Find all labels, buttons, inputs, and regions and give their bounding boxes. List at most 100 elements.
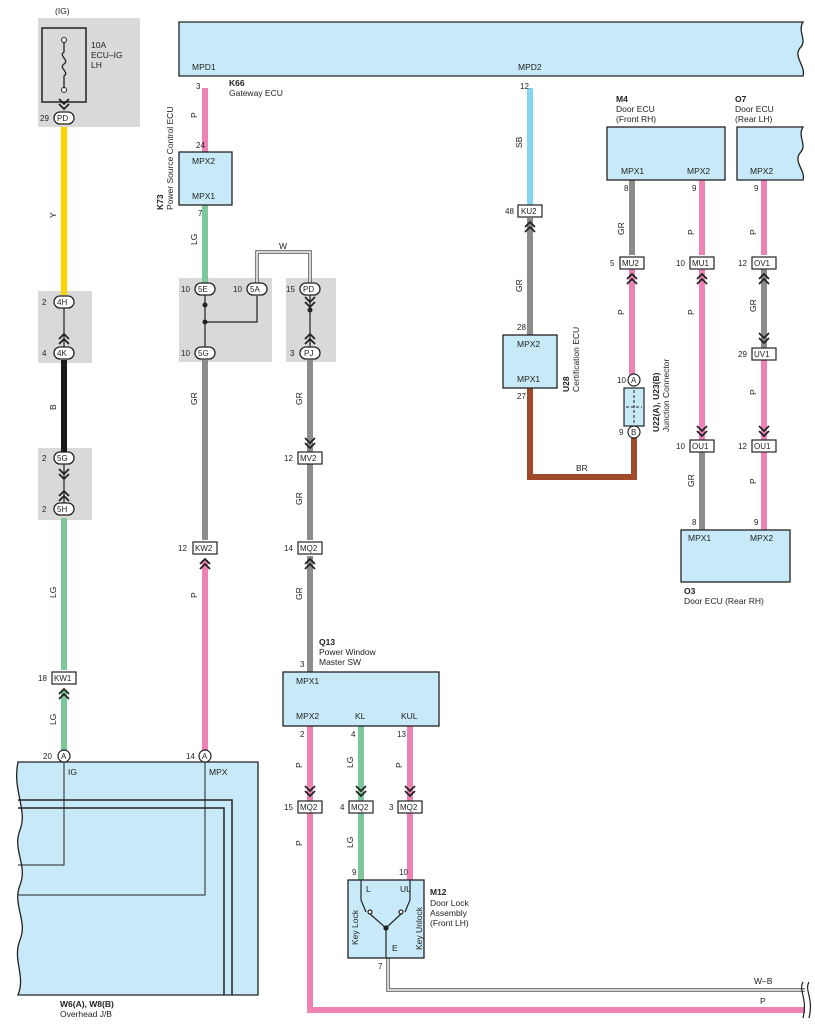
jb-term-mpx: MPX xyxy=(209,767,228,777)
conn-code: 4K xyxy=(57,349,67,358)
pin-label: 8 xyxy=(624,184,629,193)
jb-name: Overhead J/B xyxy=(60,1009,112,1019)
door-ecu-rear-rh-box xyxy=(680,529,791,583)
pin-label: 12 xyxy=(520,82,529,91)
conn-code: MQ2 xyxy=(300,803,318,812)
conn-code: PJ xyxy=(304,349,313,358)
pin-label: 29 xyxy=(40,114,49,123)
conn-code: 5E xyxy=(198,285,208,294)
conn-code: MU1 xyxy=(692,259,709,268)
key-switch-icon xyxy=(360,880,411,958)
pin-label: 4 xyxy=(351,730,356,739)
door-ecu-rear-lh-box xyxy=(736,126,805,181)
wire-label: GR xyxy=(514,279,524,292)
fuse-block xyxy=(38,18,140,127)
m12-term-e: E xyxy=(392,943,398,953)
power-window-master-sw-box xyxy=(282,671,440,727)
psc-term-top: MPX2 xyxy=(192,156,215,166)
pin-label: 10 xyxy=(233,285,242,294)
wire-label: P xyxy=(760,996,766,1006)
pin-label: 3 xyxy=(300,660,305,669)
wire-label: P xyxy=(686,309,696,315)
q13-term-kul: KUL xyxy=(401,711,418,721)
m4-code: M4 xyxy=(616,94,628,104)
gateway-name: Gateway ECU xyxy=(229,88,283,98)
pin-label: 24 xyxy=(196,141,205,150)
conn-code: KW2 xyxy=(195,544,213,553)
pin-label: 3 xyxy=(389,803,394,812)
wire-label: LG xyxy=(48,587,58,598)
m4-name-side: (Front RH) xyxy=(616,114,656,124)
jb-code: W6(A), W8(B) xyxy=(60,999,114,1009)
pin-label: 4 xyxy=(42,349,47,358)
wire-label: P xyxy=(748,229,758,235)
m12-term-ul: UL xyxy=(400,884,411,894)
pin-label: 48 xyxy=(505,207,514,216)
wire-label: P xyxy=(189,112,199,118)
pin-label: 9 xyxy=(754,184,759,193)
wire-label: SB xyxy=(514,136,524,148)
o3-code: O3 xyxy=(684,586,696,596)
pin-label: 4 xyxy=(340,803,345,812)
junction-code: U22(A), U23(B) xyxy=(651,372,661,432)
wire-color-labels: Y B LG LG P LG GR P W GR GR GR SB GR BR … xyxy=(48,112,773,1006)
wire-label: P xyxy=(686,229,696,235)
gateway-code: K66 xyxy=(229,78,245,88)
cert-term-top: MPX2 xyxy=(517,339,540,349)
wire-label: W xyxy=(279,241,287,251)
pin-label: 10 xyxy=(181,285,190,294)
conn-code: MQ2 xyxy=(400,803,418,812)
wire-label: GR xyxy=(294,492,304,505)
o7-name-side: (Rear LH) xyxy=(735,114,772,124)
cert-term-bottom: MPX1 xyxy=(517,374,540,384)
conn-code: A xyxy=(202,752,208,761)
pin-label: 2 xyxy=(42,454,47,463)
conn-code: MU2 xyxy=(622,259,639,268)
conn-code: 5G xyxy=(57,454,68,463)
pin-label: 13 xyxy=(397,730,406,739)
wire-label: P xyxy=(748,389,758,395)
pin-label: 5 xyxy=(610,259,615,268)
wire-label: LG xyxy=(345,837,355,848)
wire-label: W–B xyxy=(754,976,773,986)
wire-label: P xyxy=(189,592,199,598)
pin-label: 14 xyxy=(284,544,293,553)
conn-code: KW1 xyxy=(54,674,72,683)
conn-code: PD xyxy=(57,114,68,123)
fuse-icon xyxy=(61,40,67,90)
wire-label: LG xyxy=(48,714,58,725)
conn-code: KU2 xyxy=(521,207,537,216)
wire-label: Y xyxy=(48,212,58,218)
pin-label: 10 xyxy=(617,376,626,385)
pin-label: 2 xyxy=(42,505,47,514)
q13-term-mpx2: MPX2 xyxy=(296,711,319,721)
pin-label: 2 xyxy=(300,730,305,739)
conn-code: OU1 xyxy=(692,442,709,451)
gateway-ecu-box xyxy=(178,21,805,77)
fuse-side: LH xyxy=(91,60,102,70)
pin-label: 10 xyxy=(399,868,408,877)
cert-name: Certification ECU xyxy=(571,327,581,392)
wire-label: P xyxy=(294,762,304,768)
q13-term-top: MPX1 xyxy=(296,676,319,686)
m12-name-3: (Front LH) xyxy=(430,918,469,928)
junction-name: Junction Connector xyxy=(661,359,671,432)
conn-code: 4H xyxy=(57,298,67,307)
door-ecu-front-rh-box xyxy=(606,126,726,181)
pin-label: 10 xyxy=(676,442,685,451)
wire-label: GR xyxy=(294,392,304,405)
psc-code: K73 xyxy=(155,194,165,210)
pin-label: 27 xyxy=(517,392,526,401)
gateway-term2: MPD2 xyxy=(518,62,542,72)
conn-code: UV1 xyxy=(754,350,770,359)
conn-code: OU1 xyxy=(754,442,771,451)
ig-label: (IG) xyxy=(55,6,70,16)
wire-label: BR xyxy=(576,463,588,473)
conn-code: PD xyxy=(303,285,314,294)
wire-label: P xyxy=(748,478,758,484)
wire-label: GR xyxy=(189,392,199,405)
pin-label: 20 xyxy=(43,752,52,761)
wire-label: GR xyxy=(748,299,758,312)
inline-connectors: KW1 18 KW2 12 MV2 12 MQ2 14 KU2 48 MU2 5… xyxy=(38,204,777,814)
